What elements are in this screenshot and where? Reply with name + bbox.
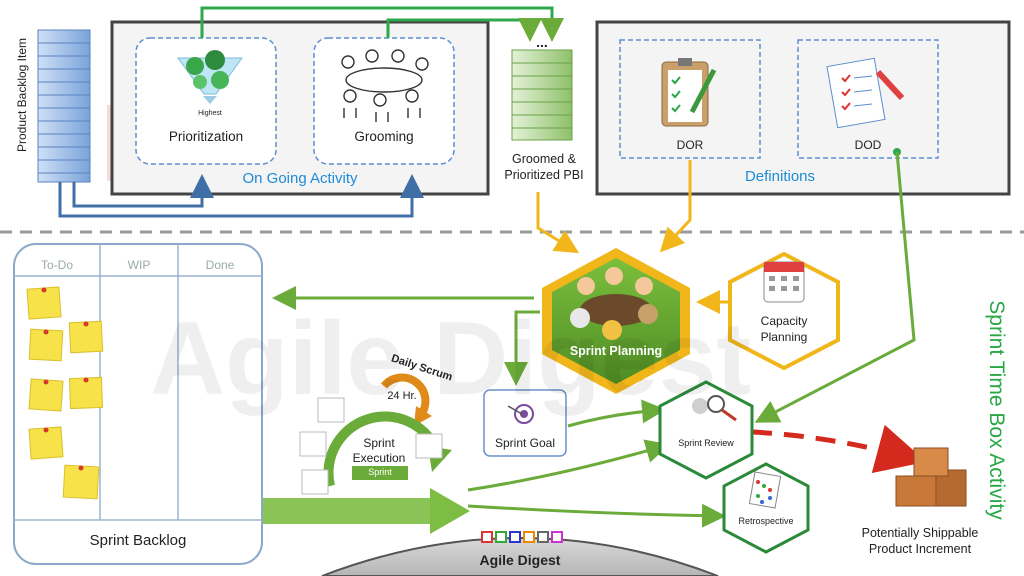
sprint-review-label: Sprint Review (678, 438, 734, 448)
sprint-planning-hexagon (542, 248, 690, 394)
execution-label-line1: Sprint (363, 436, 395, 450)
daily-scrum-hours: 24 Hr. (387, 390, 417, 402)
dod-to-review-arrow (754, 148, 916, 423)
groomed-dots: ... (536, 34, 548, 50)
retrospective-label: Retrospective (738, 516, 794, 526)
capacity-label-line2: Planning (760, 330, 808, 344)
dod-card (797, 39, 939, 159)
product-backlog-stack-icon (37, 29, 91, 183)
planning-output-arrows (272, 286, 726, 528)
board-col-wip: WIP (127, 258, 151, 272)
prioritization-sub-label: Highest (198, 110, 222, 117)
dor-clipboard-icon (661, 58, 717, 127)
activity-to-groomed-arrows (200, 6, 564, 42)
increment-label-line1: Potentially Shippable (861, 526, 979, 540)
definitions-title: Definitions (744, 168, 816, 185)
execution-label-line2: Execution (352, 451, 406, 465)
sprint-goal-scroll (483, 389, 567, 457)
review-to-increment-arrow (751, 424, 927, 474)
sprint-review-hexagon (658, 380, 754, 480)
shippable-boxes-icon (895, 447, 967, 507)
execution-flow-arrow (262, 488, 470, 534)
sprint-planning-label: Sprint Planning (569, 344, 663, 358)
agile-digest-brand: Agile Digest (479, 552, 561, 568)
groomed-label-line1: Groomed & (512, 152, 576, 166)
prioritization-label: Prioritization (168, 129, 244, 144)
sprint-goal-label: Sprint Goal (494, 436, 556, 450)
daily-scrum-loop (380, 373, 432, 426)
grooming-card (313, 37, 455, 165)
grooming-meeting-icon (341, 49, 429, 122)
prioritization-funnel-icon (177, 50, 243, 104)
dod-checklist-icon (826, 57, 905, 129)
prioritization-card (135, 37, 277, 165)
ongoing-activity-title: On Going Activity (242, 170, 358, 187)
sprint-timebox-label: Sprint Time Box Activity (985, 300, 1008, 520)
execution-mini-cards (299, 397, 443, 495)
product-backlog-label: Product Backlog Item (15, 37, 29, 153)
backlog-flow-arrows (58, 174, 424, 218)
board-col-todo: To-Do (40, 258, 73, 272)
capacity-planning-hexagon (728, 251, 840, 371)
groomed-pbi-stack-icon (511, 49, 573, 141)
sprint-backlog-title: Sprint Backlog (89, 532, 187, 549)
grooming-label: Grooming (354, 129, 414, 144)
planning-input-arrows (536, 160, 728, 314)
dor-label: DOR (676, 138, 704, 152)
increment-label-line2: Product Increment (868, 542, 972, 556)
dor-card (619, 39, 761, 159)
groomed-label-line2: Prioritized PBI (504, 168, 584, 182)
watermark-text: Agile Digest (150, 301, 751, 417)
agile-digest-dome (321, 531, 719, 576)
retrospective-hexagon (722, 462, 810, 554)
dod-label: DOD (854, 138, 882, 152)
sprint-tag: Sprint (368, 467, 392, 477)
sticky-notes (26, 286, 104, 500)
capacity-label-line1: Capacity (760, 314, 808, 328)
board-col-done: Done (205, 258, 235, 272)
